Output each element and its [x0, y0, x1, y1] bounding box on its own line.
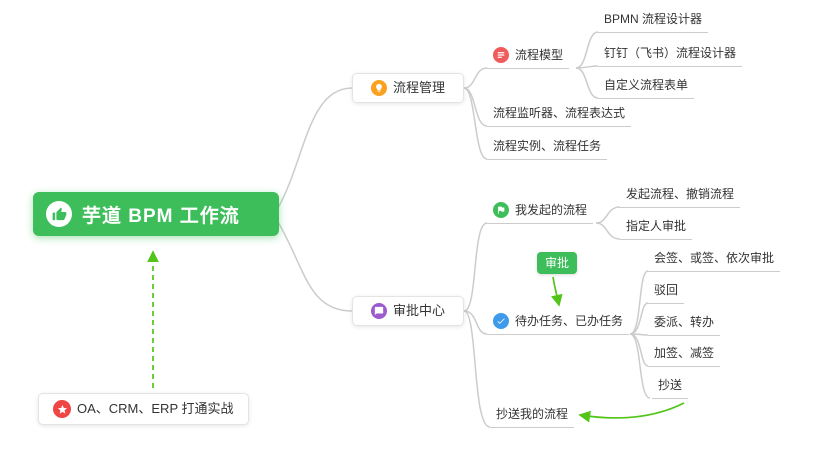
leaf-dingtalk-designer[interactable]: 钉钉（飞书）流程设计器	[598, 43, 743, 67]
node-process-model[interactable]: 流程模型	[487, 45, 570, 69]
star-icon	[53, 400, 71, 418]
list-icon	[493, 47, 509, 63]
bulb-icon	[370, 80, 387, 96]
node-todo-done-tasks[interactable]: 待办任务、已办任务	[487, 311, 630, 335]
leaf-label: 钉钉（飞书）流程设计器	[604, 46, 737, 60]
footnote-node[interactable]: OA、CRM、ERP 打通实战	[38, 393, 249, 425]
arrow-approve-flow	[550, 276, 563, 307]
root-node[interactable]: 芋道 BPM 工作流	[33, 192, 279, 236]
branch-label: 流程管理	[392, 80, 445, 95]
leaf-listener-expression[interactable]: 流程监听器、流程表达式	[487, 103, 632, 127]
leaf-label: 发起流程、撤销流程	[626, 187, 735, 201]
leaf-label: 流程监听器、流程表达式	[493, 106, 626, 120]
approve-badge: 审批	[537, 252, 578, 274]
comment-icon	[370, 303, 387, 319]
link-init-assign	[595, 222, 621, 240]
leaf-custom-form[interactable]: 自定义流程表单	[598, 75, 695, 99]
leaf-add-remove-sign[interactable]: 加签、减签	[648, 343, 721, 367]
leaf-label: 会签、或签、依次审批	[654, 251, 775, 265]
thumbs-up-icon	[46, 201, 72, 227]
leaf-label: 指定人审批	[626, 219, 687, 233]
leaf-launch-cancel[interactable]: 发起流程、撤销流程	[620, 184, 741, 208]
leaf-countersign[interactable]: 会签、或签、依次审批	[648, 248, 781, 272]
node-label: 流程模型	[515, 48, 564, 62]
leaf-label: 委派、转办	[654, 315, 715, 329]
leaf-bpmn-designer[interactable]: BPMN 流程设计器	[598, 9, 709, 33]
root-label: 芋道 BPM 工作流	[82, 205, 240, 227]
footnote-label: OA、CRM、ERP 打通实战	[77, 401, 234, 416]
node-label: 待办任务、已办任务	[515, 314, 624, 328]
link-pm-listener	[463, 87, 488, 127]
leaf-label: 驳回	[654, 283, 679, 297]
leaf-cc[interactable]: 抄送	[652, 375, 689, 399]
leaf-label: BPMN 流程设计器	[604, 12, 703, 26]
arrow-cc-flow	[578, 402, 685, 423]
link-root-approval-center	[277, 221, 353, 312]
link-model-custom-form	[575, 67, 599, 99]
branch-label: 审批中心	[392, 303, 445, 318]
leaf-instance-task[interactable]: 流程实例、流程任务	[487, 136, 608, 160]
leaf-label: 流程实例、流程任务	[493, 139, 602, 153]
link-tasks-reject	[629, 302, 649, 335]
node-label: 我发起的流程	[515, 203, 588, 217]
link-ac-cc	[463, 310, 491, 428]
leaf-cc-my-process[interactable]: 抄送我的流程	[490, 404, 575, 428]
link-pm-model	[463, 67, 488, 89]
node-my-initiated[interactable]: 我发起的流程	[487, 200, 594, 224]
check-icon	[493, 313, 509, 329]
flag-icon	[493, 202, 509, 218]
link-tasks-cc	[629, 333, 651, 399]
link-pm-instance	[463, 87, 488, 160]
link-ac-my-initiated	[463, 222, 488, 312]
link-root-process-mgmt	[277, 87, 353, 209]
branch-approval-center[interactable]: 审批中心	[352, 296, 464, 326]
link-ac-tasks	[463, 310, 488, 335]
leaf-delegate-transfer[interactable]: 委派、转办	[648, 312, 721, 336]
leaf-label: 加签、减签	[654, 346, 715, 360]
leaf-reject[interactable]: 驳回	[648, 280, 685, 304]
leaf-assigned-approver[interactable]: 指定人审批	[620, 216, 693, 240]
leaf-label: 抄送我的流程	[496, 407, 569, 421]
branch-process-mgmt[interactable]: 流程管理	[352, 73, 464, 103]
link-init-launch	[595, 206, 621, 224]
link-model-bpmn	[575, 31, 599, 69]
link-tasks-countersign	[629, 270, 649, 335]
leaf-label: 自定义流程表单	[604, 78, 689, 92]
leaf-label: 抄送	[658, 378, 683, 392]
